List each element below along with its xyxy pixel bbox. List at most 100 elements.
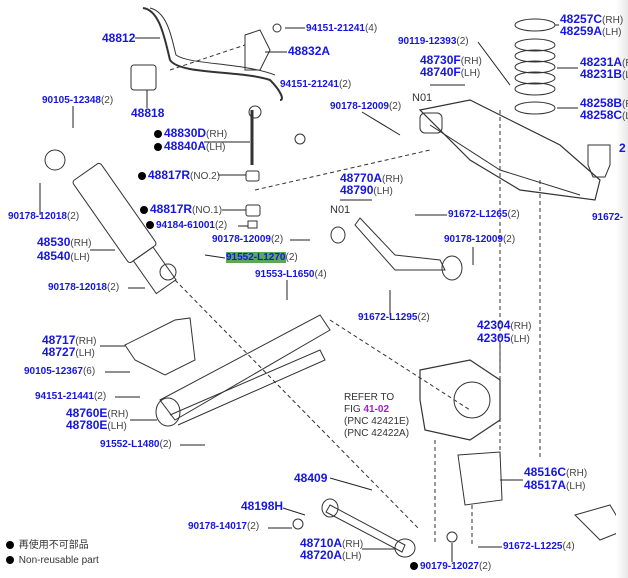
part-label[interactable]: 48730F(RH): [420, 54, 482, 68]
part-number[interactable]: 48760E: [66, 406, 108, 420]
part-label[interactable]: 48812: [102, 32, 135, 46]
part-number[interactable]: 48817R: [148, 168, 191, 182]
part-number[interactable]: 90178-14017: [188, 521, 247, 532]
part-label[interactable]: 94151-21241(4): [306, 23, 377, 35]
part-number[interactable]: 90178-12009: [330, 101, 389, 112]
part-number[interactable]: 48770A: [340, 171, 383, 185]
part-number[interactable]: 94151-21241: [280, 79, 339, 90]
part-number[interactable]: 48710A: [300, 536, 343, 550]
part-number[interactable]: 48231A: [580, 55, 623, 69]
part-number[interactable]: 90178-12018: [48, 282, 107, 293]
part-number[interactable]: 91672-L1295: [358, 312, 418, 323]
part-label[interactable]: 48259A(LH): [560, 25, 622, 39]
part-label[interactable]: 91672-: [592, 212, 623, 224]
part-number[interactable]: 48231B: [580, 67, 623, 81]
part-label[interactable]: 42304(RH): [477, 319, 531, 333]
part-label[interactable]: 48258C(L: [580, 109, 628, 123]
part-label[interactable]: 94151-21441(2): [35, 391, 106, 403]
part-label[interactable]: 91672-L1225(4): [503, 541, 575, 553]
part-number-highlighted[interactable]: 91552-L1270: [226, 252, 286, 263]
part-label[interactable]: 90119-12393(2): [398, 36, 469, 48]
part-label[interactable]: 48409: [294, 472, 327, 486]
part-label[interactable]: 90178-12009(2): [330, 101, 401, 113]
part-label-highlighted[interactable]: 91552-L1270(2): [226, 252, 298, 264]
part-number[interactable]: 48790: [340, 183, 374, 197]
part-label[interactable]: 48257C(RH): [560, 13, 623, 27]
part-number[interactable]: 42304: [477, 318, 511, 332]
part-number[interactable]: 90178-12009: [444, 234, 503, 245]
part-label[interactable]: 48517A(LH): [524, 479, 586, 493]
part-label[interactable]: 48780E(LH): [66, 419, 127, 433]
part-label[interactable]: 90178-12018(2): [48, 282, 119, 294]
part-number[interactable]: 91552-L1480: [100, 439, 160, 450]
part-label[interactable]: 42305(LH): [477, 332, 530, 346]
part-label[interactable]: 91552-L1480(2): [100, 439, 172, 451]
part-number[interactable]: 48517A: [524, 478, 567, 492]
part-number[interactable]: 48257C: [560, 12, 603, 26]
part-label[interactable]: 48840A(LH): [154, 140, 226, 154]
part-number[interactable]: 48717: [42, 333, 76, 347]
part-number[interactable]: 91553-L1650: [255, 269, 315, 280]
part-label[interactable]: 90178-12009(2): [444, 234, 515, 246]
part-number[interactable]: 90105-12348: [42, 95, 101, 106]
part-number[interactable]: 48198H: [241, 499, 284, 513]
part-label[interactable]: 90105-12348(2): [42, 95, 113, 107]
part-number[interactable]: 90119-12393: [398, 36, 457, 47]
part-number[interactable]: 94151-21241: [306, 23, 365, 34]
part-label[interactable]: 48710A(RH): [300, 537, 363, 551]
fig-link[interactable]: 41-02: [363, 404, 390, 415]
part-number[interactable]: 2: [619, 141, 626, 155]
part-number[interactable]: 48730F: [420, 53, 461, 67]
part-label[interactable]: 94184-61001(2): [146, 220, 227, 232]
part-number[interactable]: 94184-61001: [156, 220, 215, 231]
part-number[interactable]: 42305: [477, 331, 511, 345]
part-number[interactable]: 90105-12367: [24, 366, 83, 377]
part-label[interactable]: 2: [619, 142, 626, 156]
part-number[interactable]: 94151-21441: [35, 391, 94, 402]
part-number[interactable]: 48818: [131, 106, 165, 120]
part-label[interactable]: 91672-L1265(2): [448, 209, 520, 221]
part-number[interactable]: 48780E: [66, 418, 108, 432]
part-number[interactable]: 48830D: [164, 126, 207, 140]
part-number[interactable]: 48258C: [580, 108, 623, 122]
part-number[interactable]: 48740F: [420, 65, 461, 79]
part-number[interactable]: 48258B: [580, 96, 623, 110]
part-number[interactable]: 90178-12009: [212, 234, 271, 245]
part-label[interactable]: 48717(RH): [42, 334, 96, 348]
part-number[interactable]: 91672-L1265: [448, 209, 508, 220]
part-label[interactable]: 48817R(NO.2): [138, 169, 220, 183]
part-label[interactable]: 48790(LH): [340, 184, 393, 198]
part-number[interactable]: 48720A: [300, 548, 343, 562]
part-number[interactable]: 90178-12018: [8, 211, 67, 222]
part-label[interactable]: 91553-L1650(4): [255, 269, 327, 281]
part-label[interactable]: 48760E(RH): [66, 407, 128, 421]
part-label[interactable]: 94151-21241(2): [280, 79, 351, 91]
part-number[interactable]: 90179-12027: [420, 561, 479, 572]
part-number[interactable]: 48530: [37, 235, 71, 249]
part-number[interactable]: 48516C: [524, 465, 567, 479]
part-label[interactable]: 48830D(RH): [154, 127, 227, 141]
part-label[interactable]: 48740F(LH): [420, 66, 480, 80]
part-number[interactable]: 48840A: [164, 139, 207, 153]
part-label[interactable]: 48727(LH): [42, 346, 95, 360]
part-label[interactable]: 48540(LH): [37, 250, 90, 264]
part-label[interactable]: 48231B(L: [580, 68, 628, 82]
part-number-48812[interactable]: 48812: [102, 31, 136, 45]
part-label[interactable]: 90178-12009(2): [212, 234, 283, 246]
part-label[interactable]: 48770A(RH): [340, 172, 403, 186]
part-number[interactable]: 48540: [37, 249, 71, 263]
part-label[interactable]: 48832A: [288, 45, 330, 59]
part-number[interactable]: 91672-: [592, 212, 624, 223]
part-number[interactable]: 91672-L1225: [503, 541, 563, 552]
part-number[interactable]: 48817R: [150, 202, 193, 216]
part-label[interactable]: 91672-L1295(2): [358, 312, 430, 324]
part-label[interactable]: 48530(RH): [37, 236, 91, 250]
part-label[interactable]: 90178-12018(2): [8, 211, 79, 223]
part-label[interactable]: 90179-12027(2): [410, 561, 491, 573]
part-label[interactable]: 48818: [131, 107, 164, 121]
part-number[interactable]: 48832A: [288, 44, 331, 58]
part-number[interactable]: 48409: [294, 471, 328, 485]
part-number[interactable]: 48259A: [560, 24, 603, 38]
part-label[interactable]: 90105-12367(6): [24, 366, 95, 378]
part-label[interactable]: 48198H: [241, 500, 283, 514]
